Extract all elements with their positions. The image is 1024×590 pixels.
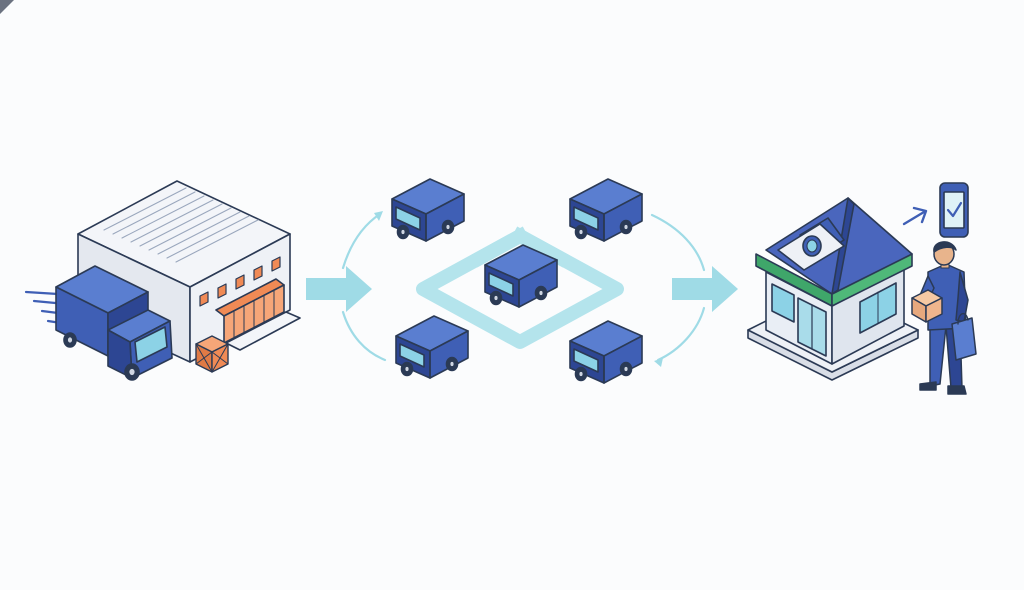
van-top-left (391, 178, 465, 242)
loading-dock (215, 278, 301, 351)
customer-icon (911, 241, 977, 395)
route-network-icon (416, 226, 624, 349)
storefront-icon (747, 197, 919, 381)
flow-arrow-network-to-store (672, 266, 738, 312)
warehouse-windows (199, 256, 281, 307)
cargo-crate-icon (195, 335, 229, 373)
page-corner-fold (0, 0, 14, 14)
warehouse-roof-stripes (103, 187, 259, 263)
notification-arrow (902, 206, 928, 226)
van-top-right (569, 178, 643, 242)
van-bottom-right (569, 320, 643, 384)
flow-arrow-warehouse-to-network (306, 266, 372, 312)
smartphone-checkmark-icon (939, 182, 969, 238)
circular-flow-arrows (341, 211, 706, 367)
van-bottom-left (395, 315, 469, 379)
delivery-truck-icon (55, 265, 173, 381)
